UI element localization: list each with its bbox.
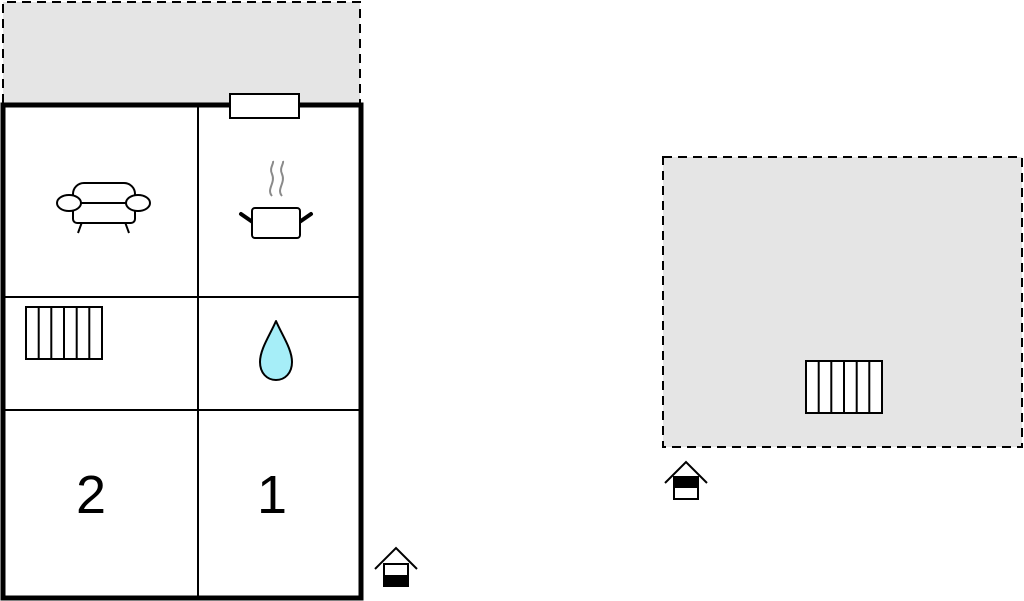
upper-terrace xyxy=(2,1,361,103)
staircase-icon xyxy=(25,306,103,360)
annex-building xyxy=(662,156,1023,448)
annex-entrance-icon xyxy=(664,460,708,500)
water-drop-icon xyxy=(259,320,293,381)
bedroom-number-1: 1 xyxy=(257,465,287,525)
cooking-pot-icon xyxy=(239,160,313,239)
bedroom-number-2: 2 xyxy=(76,465,106,525)
entrance-icon xyxy=(374,546,418,587)
window-icon xyxy=(229,93,300,119)
annex-staircase-icon xyxy=(805,360,883,414)
sofa-icon xyxy=(56,182,151,234)
